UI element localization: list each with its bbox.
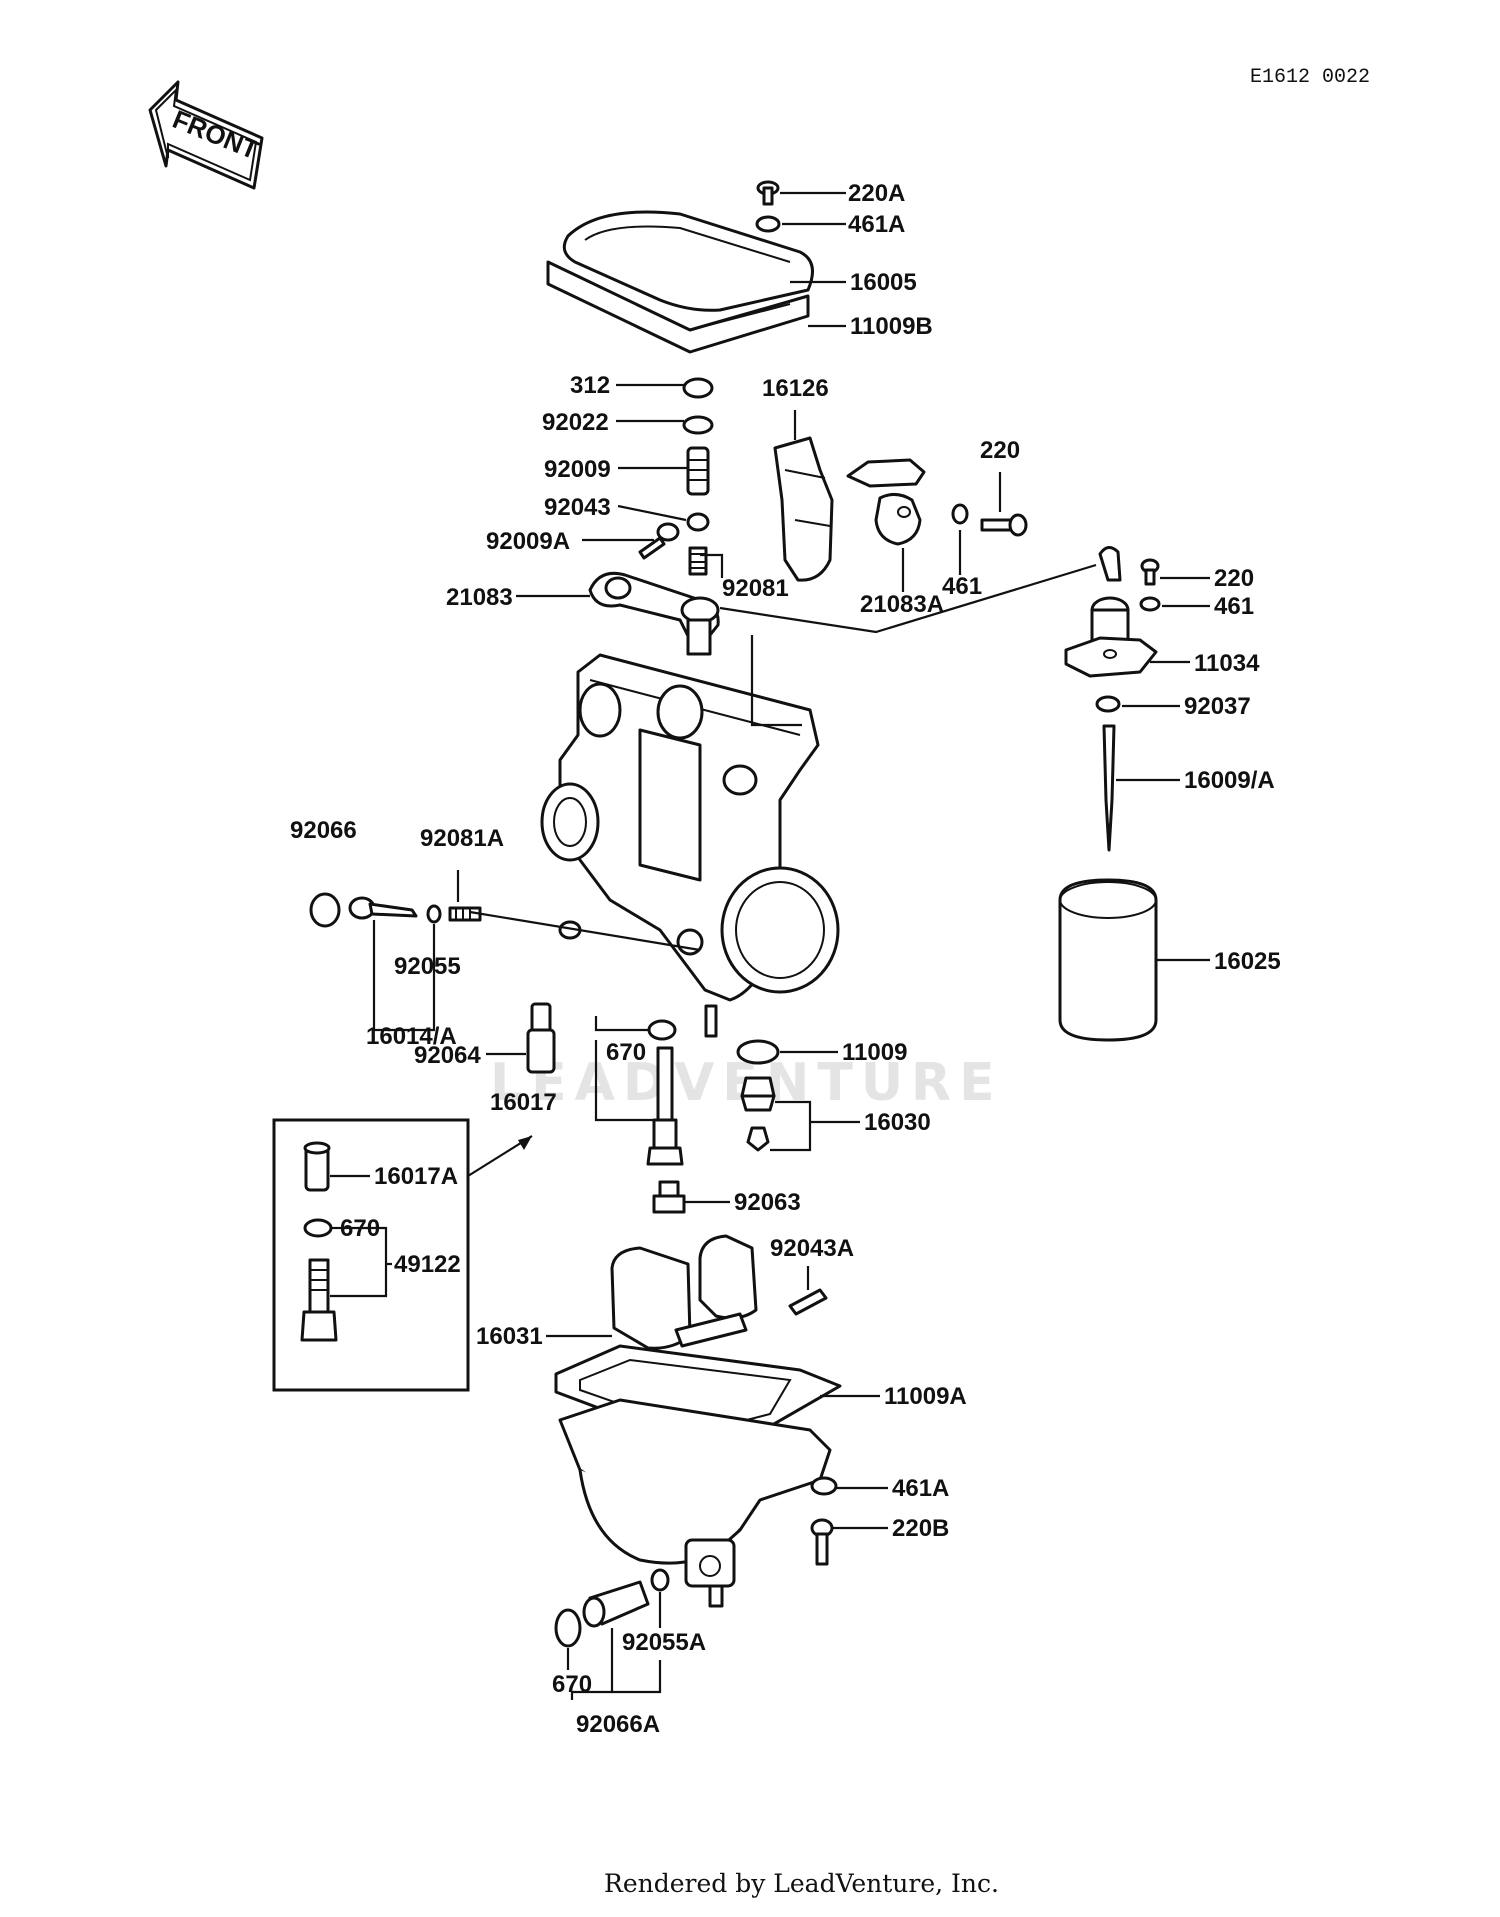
label-16014a: 16014/A <box>366 1023 457 1050</box>
jet-needle-16009a <box>1102 724 1116 852</box>
label-92037: 92037 <box>1184 693 1251 720</box>
throttle-valve-16025 <box>1058 878 1158 1042</box>
screw-92009a <box>638 522 680 560</box>
float-bowl <box>558 1398 832 1608</box>
part-number-labels: 220A 461A 16005 11009B 312 92022 16126 9… <box>290 180 1281 1738</box>
label-11009: 11009 <box>842 1039 907 1066</box>
float-valve-16030 <box>740 1076 776 1152</box>
label-92081: 92081 <box>722 575 789 602</box>
diagram-code: E1612 0022 <box>1250 66 1370 89</box>
label-92064: 92064 <box>414 1042 481 1069</box>
label-92043: 92043 <box>544 494 611 521</box>
label-92066a: 92066A <box>576 1711 660 1738</box>
screw-220b <box>810 1518 834 1566</box>
label-16030: 16030 <box>864 1109 931 1136</box>
label-92081a: 92081A <box>420 825 504 852</box>
float-pin-92043a <box>788 1288 828 1316</box>
needle-jet-16017 <box>646 1046 684 1166</box>
washer-461a-bottom <box>810 1476 838 1496</box>
label-49122: 49122 <box>394 1251 461 1278</box>
label-11034: 11034 <box>1194 650 1260 677</box>
washer-461-mid <box>951 503 969 525</box>
plunger-92064 <box>526 1002 556 1074</box>
label-21083a: 21083A <box>860 591 944 618</box>
washer-670-mid <box>647 1019 677 1041</box>
label-16025: 16025 <box>1214 948 1281 975</box>
label-220-right: 220 <box>1214 565 1254 592</box>
drain-screw-group <box>554 1568 670 1648</box>
watermark-text: LEADVENTURE <box>490 1053 1003 1113</box>
label-16009a: 16009/A <box>1184 767 1275 794</box>
washer-461-right <box>1139 596 1161 612</box>
label-92063: 92063 <box>734 1189 801 1216</box>
label-220b: 220B <box>892 1515 949 1542</box>
float-16031 <box>610 1234 758 1350</box>
label-92043a: 92043A <box>770 1235 854 1262</box>
gasket-11009 <box>736 1039 780 1065</box>
carburetor-body <box>540 653 840 1038</box>
throttle-stop-11034 <box>1064 546 1158 678</box>
label-461a-bottom: 461A <box>892 1475 949 1502</box>
front-arrow-icon: FRONT <box>148 80 264 190</box>
label-92022: 92022 <box>542 409 609 436</box>
bracket-16126 <box>773 436 926 582</box>
label-11009b: 11009B <box>850 313 933 340</box>
label-670-mid: 670 <box>606 1039 646 1066</box>
label-16126: 16126 <box>762 375 829 402</box>
label-92055a: 92055A <box>622 1629 706 1656</box>
label-92009a: 92009A <box>486 528 570 555</box>
label-312: 312 <box>570 372 610 399</box>
pilot-screw-group <box>309 892 482 928</box>
label-92066: 92066 <box>290 817 357 844</box>
alternate-parts-inset <box>272 1118 470 1392</box>
label-92009: 92009 <box>544 456 611 483</box>
label-670-bottom: 670 <box>552 1671 592 1698</box>
label-220-upper: 220 <box>980 437 1020 464</box>
lever-21083a <box>874 493 922 546</box>
clip-92037 <box>1095 695 1121 713</box>
label-16031: 16031 <box>476 1323 543 1350</box>
top-cover-16005 <box>546 180 814 354</box>
label-670-box: 670 <box>340 1215 380 1242</box>
screw-220-right <box>1140 558 1160 586</box>
lever-21083 <box>588 571 720 656</box>
label-461-mid: 461 <box>942 573 982 600</box>
label-461-right: 461 <box>1214 593 1254 620</box>
screw-220-upper <box>980 513 1028 537</box>
label-21083: 21083 <box>446 584 513 611</box>
label-16005: 16005 <box>850 269 917 296</box>
label-16017: 16017 <box>490 1089 557 1116</box>
arrow-head-icon <box>518 1136 532 1150</box>
footer-credit: Rendered by LeadVenture, Inc. <box>604 1869 999 1898</box>
float-bowl-gasket-11009a <box>554 1344 842 1448</box>
label-11009a: 11009A <box>884 1383 967 1410</box>
label-461a-top: 461A <box>848 211 905 238</box>
label-92055: 92055 <box>394 953 461 980</box>
top-hardware-stack <box>682 377 714 576</box>
label-220a: 220A <box>848 180 905 207</box>
leader-lines <box>330 191 1210 1700</box>
label-16017a: 16017A <box>374 1163 458 1190</box>
main-jet-92063 <box>652 1180 686 1214</box>
